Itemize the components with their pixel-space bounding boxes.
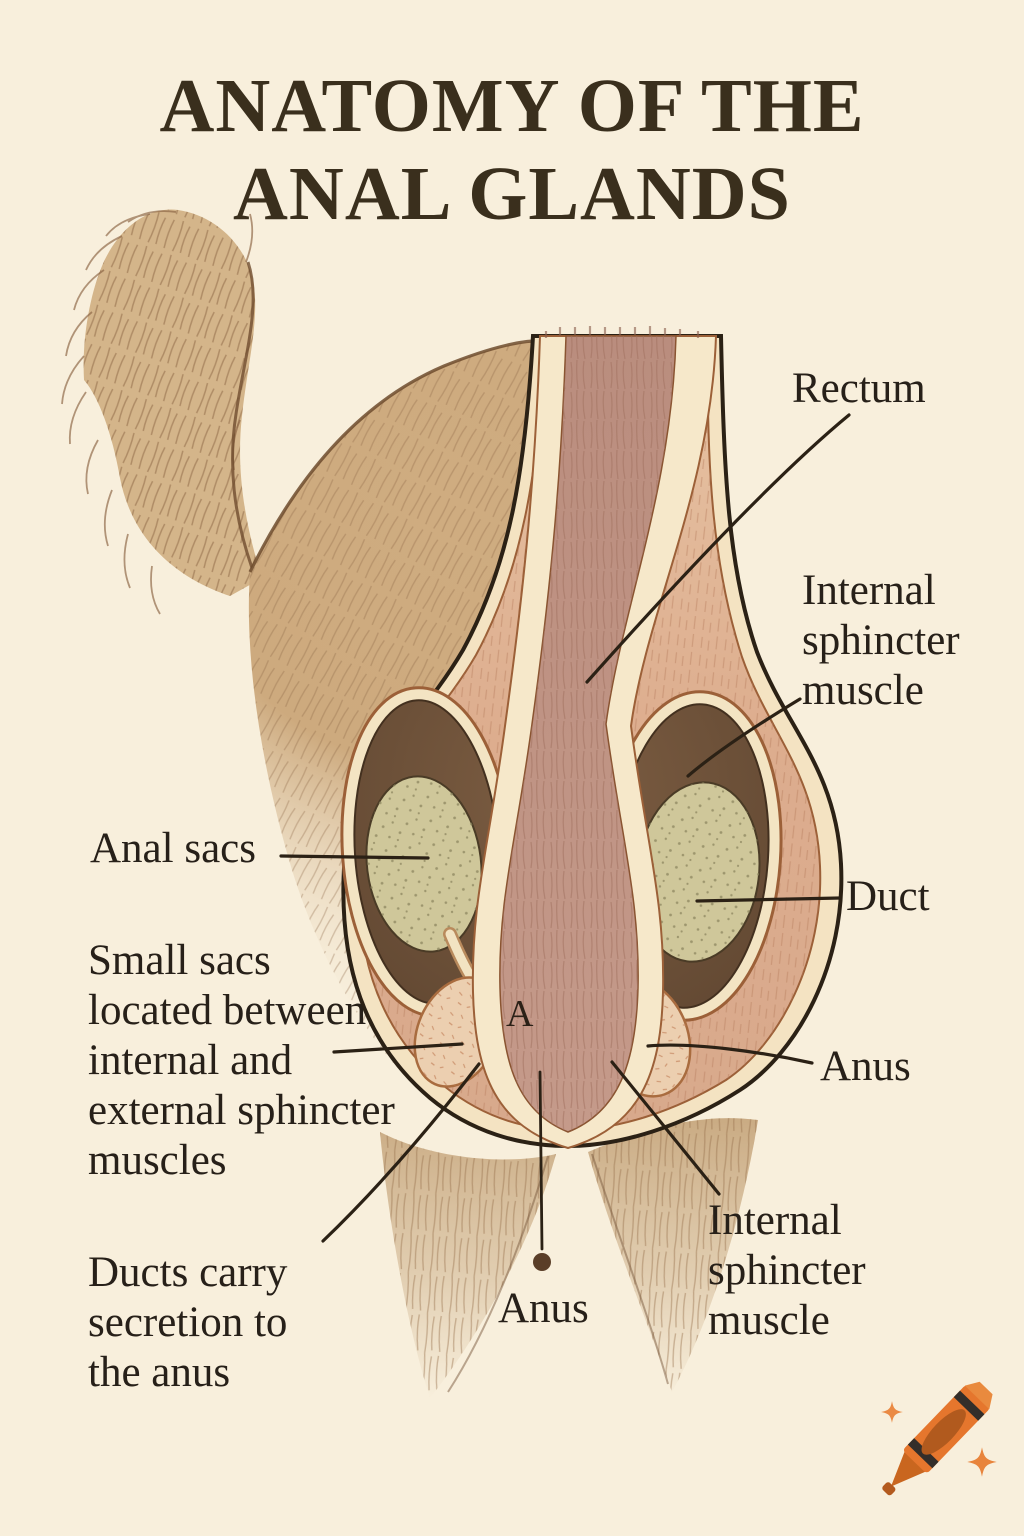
title-line-2: ANAL GLANDS bbox=[233, 152, 791, 236]
leader-anal-sacs bbox=[279, 854, 430, 860]
label-ducts-note: Ducts carry secretion to the anus bbox=[88, 1249, 288, 1396]
label-anus-bottom: Anus bbox=[498, 1285, 589, 1332]
crayon-tip bbox=[890, 1450, 927, 1487]
body-outline bbox=[248, 339, 537, 573]
leader-duct bbox=[695, 896, 842, 903]
cross-section bbox=[340, 326, 844, 1149]
poster-title: ANATOMY OF THE ANAL GLANDS bbox=[0, 62, 1024, 238]
leader-anus-side bbox=[646, 1043, 814, 1065]
leader-lines bbox=[279, 413, 851, 1271]
sparkle-icon bbox=[881, 1401, 903, 1423]
leader-anus-bottom bbox=[538, 1070, 544, 1251]
leader-internal-sphincter-lower bbox=[610, 1060, 721, 1196]
label-rectum: Rectum bbox=[792, 365, 926, 412]
label-small-sacs-note: Small sacs located between internal and … bbox=[88, 937, 395, 1184]
sparkle-icon bbox=[967, 1447, 997, 1477]
rectum-canal bbox=[471, 326, 717, 1149]
label-anus-side: Anus bbox=[820, 1043, 911, 1090]
dog-body bbox=[248, 339, 540, 1100]
label-anal-sacs: Anal sacs bbox=[90, 825, 256, 872]
dog-legs bbox=[380, 1118, 758, 1398]
label-internal-sphincter-lower: Internal sphincter muscle bbox=[708, 1197, 866, 1344]
anus-marker-dot bbox=[533, 1253, 551, 1271]
leader-ducts-note bbox=[321, 1062, 481, 1243]
leader-internal-sphincter-upper bbox=[686, 697, 802, 778]
title-line-1: ANATOMY OF THE bbox=[159, 64, 865, 148]
label-internal-sphincter-upper: Internal sphincter muscle bbox=[802, 567, 960, 714]
crayon-logo bbox=[881, 1381, 997, 1496]
canal-letter: A bbox=[506, 993, 534, 1035]
dog-tail bbox=[61, 209, 262, 615]
torn-edge bbox=[544, 326, 700, 338]
leader-rectum bbox=[585, 413, 851, 684]
label-duct: Duct bbox=[846, 873, 930, 920]
leader-small-sacs bbox=[332, 1042, 464, 1054]
